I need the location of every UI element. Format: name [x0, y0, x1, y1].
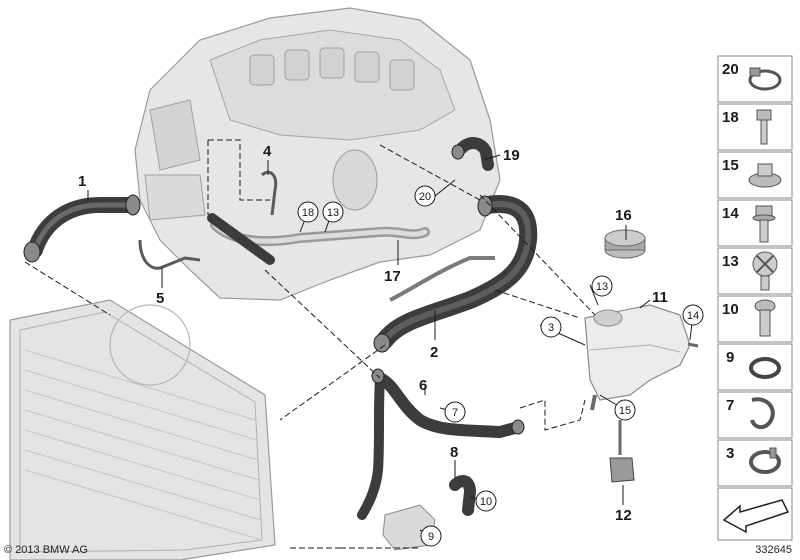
pipe-4 [261, 170, 278, 216]
dashed-leaders [24, 139, 596, 549]
sidebar-item-15: 15 [722, 157, 739, 174]
hose-8 [449, 475, 477, 516]
o-ring-icon [749, 357, 781, 379]
engine-block [134, 7, 501, 301]
svg-text:18: 18 [302, 207, 314, 219]
copyright: © 2013 BMW AG [4, 544, 88, 556]
svg-text:14: 14 [687, 310, 699, 322]
sidebar-item-13: 13 [722, 253, 739, 270]
sidebar-item-7: 7 [726, 397, 734, 414]
svg-text:20: 20 [419, 191, 431, 203]
callout-5: 5 [156, 290, 164, 307]
clip-icon [750, 397, 775, 429]
sidebar-item-9: 9 [726, 349, 734, 366]
callout-13a: 13 [322, 201, 344, 223]
pipe-5 [138, 239, 201, 270]
callout-6: 6 [419, 377, 427, 394]
svg-text:7: 7 [452, 407, 458, 419]
svg-text:13: 13 [327, 207, 339, 219]
hex-bolt-icon [752, 205, 776, 243]
callout-10: 10 [475, 490, 497, 512]
sidebar-item-18: 18 [722, 109, 739, 126]
expansion-tank [584, 304, 699, 411]
callout-18: 18 [297, 201, 319, 223]
hose-6 [357, 368, 525, 520]
screw-icon [754, 299, 776, 337]
svg-text:13: 13 [596, 281, 608, 293]
callout-1: 1 [78, 173, 86, 190]
spring-clamp-icon [749, 447, 781, 474]
callout-8: 8 [450, 444, 458, 461]
hose-1 [23, 194, 141, 263]
callout-2: 2 [430, 344, 438, 361]
callout-4: 4 [263, 143, 272, 160]
callout-7: 7 [444, 401, 466, 423]
hose-2 [373, 195, 538, 353]
bleed-pipe [389, 256, 495, 302]
sensor-12 [609, 420, 635, 483]
svg-text:3: 3 [548, 322, 554, 334]
drawing-number: 332645 [755, 544, 792, 556]
svg-text:15: 15 [619, 405, 631, 417]
sidebar-item-3: 3 [726, 445, 734, 462]
callout-19: 19 [503, 147, 520, 164]
sidebar-item-14: 14 [722, 205, 739, 222]
callout-9: 9 [420, 525, 442, 547]
bolt-icon [756, 109, 772, 145]
sidebar-item-10: 10 [722, 301, 739, 318]
callout-17: 17 [384, 268, 401, 285]
callout-16: 16 [615, 207, 632, 224]
callout-11: 11 [652, 289, 668, 306]
sidebar-item-20: 20 [722, 61, 739, 78]
callout-20: 20 [414, 185, 436, 207]
parts-sidebar: 20 18 15 14 13 10 9 7 3 [717, 55, 793, 541]
callout-15: 15 [614, 399, 636, 421]
radiator [9, 299, 276, 560]
expansion-rivet-icon [752, 251, 778, 291]
cap-16 [604, 229, 646, 259]
callout-12: 12 [615, 507, 632, 524]
callout-14: 14 [682, 304, 704, 326]
arrow-icon [722, 499, 790, 534]
svg-text:10: 10 [480, 496, 492, 508]
callout-13b: 13 [591, 275, 613, 297]
svg-text:9: 9 [428, 531, 434, 543]
hose-clamp-icon [748, 67, 782, 91]
flange-bolt-icon [748, 163, 782, 188]
hose-19 [451, 137, 494, 171]
callout-3: 3 [540, 316, 562, 338]
